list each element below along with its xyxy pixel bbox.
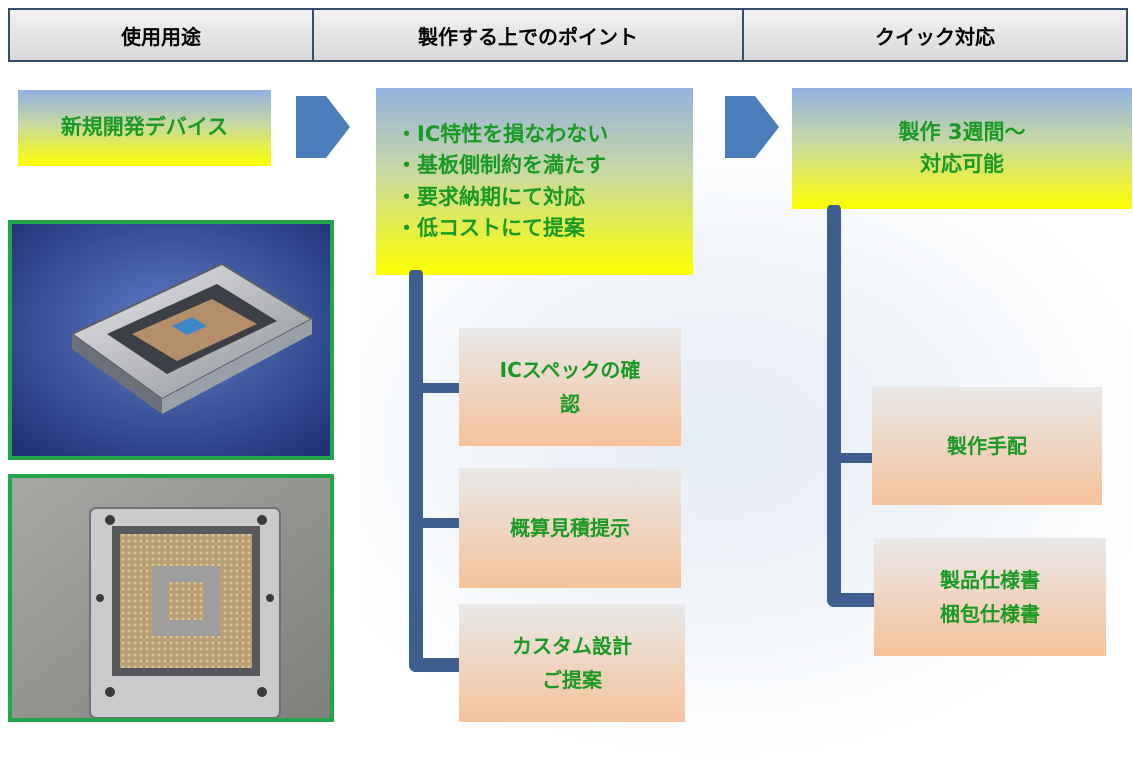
points-connector-lines	[409, 270, 477, 672]
point-item-3: ・要求納期にて対応	[396, 184, 585, 209]
point-item-4: ・低コストにて提案	[396, 216, 585, 240]
point-item-1: ・IC特性を損なわない	[396, 121, 609, 146]
sub-box-estimate: 概算見積提示	[459, 468, 681, 588]
sub-box-production-arrangement: 製作手配	[872, 387, 1102, 505]
quick-line-2: 対応可能	[920, 151, 1004, 176]
header-usage: 使用用途	[10, 10, 314, 60]
ic-socket-top-image	[12, 478, 330, 718]
sub-box-custom-design-line2: ご提案	[542, 668, 602, 692]
header-quick-response: クイック対応	[875, 24, 995, 49]
sub-box-specifications-line2: 梱包仕様書	[940, 602, 1040, 626]
header-points: 製作する上でのポイント	[314, 10, 744, 60]
arrow-right-icon-2	[725, 96, 779, 158]
sub-box-production-arrangement-line1: 製作手配	[947, 434, 1027, 458]
usage-box: 新規開発デバイス	[18, 90, 271, 166]
ic-socket-image	[12, 224, 330, 456]
sub-box-ic-spec-line1: ICスペックの確	[499, 358, 641, 382]
socket-photo-1	[8, 220, 334, 460]
arrow-right-icon	[296, 96, 350, 158]
sub-box-estimate-line1: 概算見積提示	[510, 516, 630, 540]
header-bar: 使用用途 製作する上でのポイント クイック対応	[8, 8, 1128, 62]
socket-photo-2	[8, 474, 334, 722]
points-box: ・IC特性を損なわない ・基板側制約を満たす ・要求納期にて対応 ・低コストにて…	[376, 88, 693, 275]
sub-box-custom-design: カスタム設計 ご提案	[459, 604, 685, 722]
sub-box-ic-spec-line2: 認	[560, 392, 580, 416]
quick-line-1: 製作 3週間～	[898, 120, 1026, 144]
point-item-2: ・基板側制約を満たす	[396, 153, 606, 177]
sub-box-specifications: 製品仕様書 梱包仕様書	[874, 538, 1106, 656]
quick-response-box: 製作 3週間～ 対応可能	[792, 88, 1132, 209]
sub-box-specifications-line1: 製品仕様書	[940, 568, 1040, 592]
usage-label: 新規開発デバイス	[60, 115, 229, 140]
sub-box-ic-spec: ICスペックの確 認	[459, 328, 681, 446]
sub-box-custom-design-line1: カスタム設計	[512, 634, 632, 658]
